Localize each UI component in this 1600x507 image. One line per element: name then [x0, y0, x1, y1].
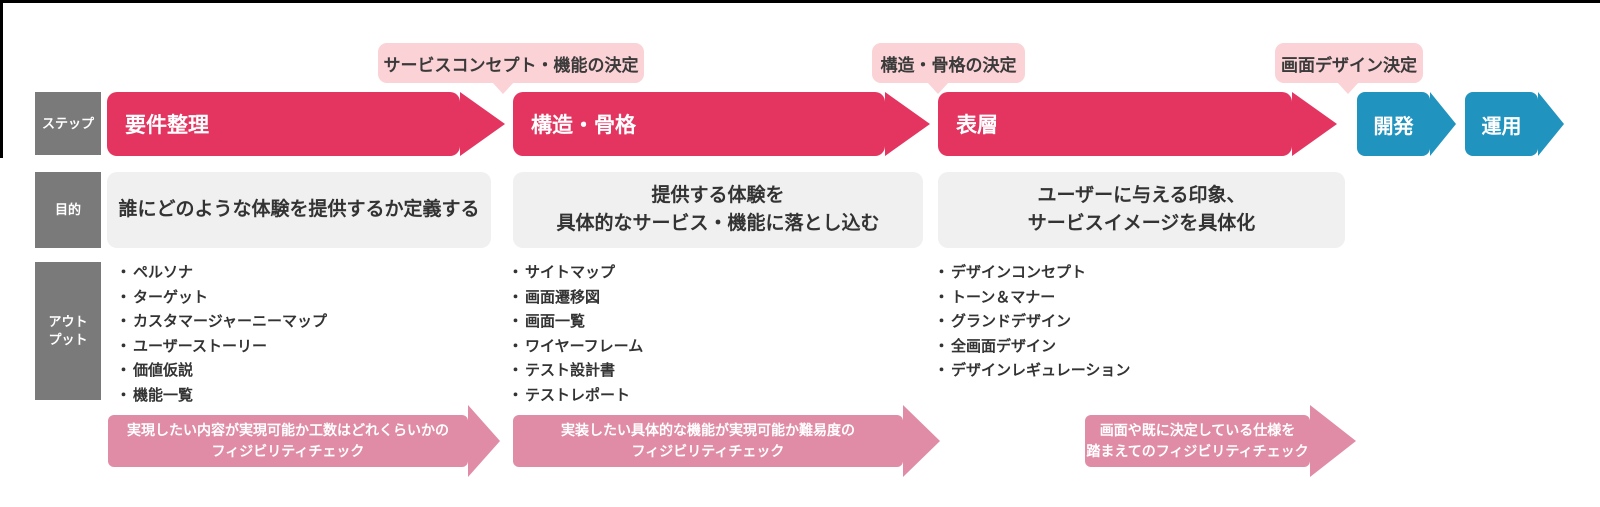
callout-label: 構造・骨格の決定 — [880, 55, 1017, 75]
purpose-box-structure: 提供する体験を 具体的なサービス・機能に落とし込む — [513, 172, 923, 248]
row-label-purpose: 目的 — [35, 172, 101, 248]
list-item: トーン＆マナー — [934, 286, 1130, 311]
step-label: 運用 — [1481, 115, 1522, 138]
output-list-surface: デザインコンセプト トーン＆マナー グランドデザイン 全画面デザイン デザインレ… — [934, 261, 1130, 384]
list-item: ターゲット — [116, 286, 327, 311]
list-item: 価値仮説 — [116, 359, 327, 384]
step-label: 構造・骨格 — [531, 114, 636, 137]
arrow-head-icon — [468, 405, 500, 477]
arrow-head-icon — [460, 92, 505, 156]
purpose-line: 誰にどのような体験を提供するか定義する — [118, 199, 480, 221]
row-label-text: アウト — [48, 314, 88, 330]
callout-structure-decision: 構造・骨格の決定 — [872, 43, 1025, 94]
step-arrow-development: 開発 — [1357, 92, 1456, 156]
list-item: テスト設計書 — [508, 359, 643, 384]
feasibility-line: 実現したい内容が実現可能か工数はどれくらいかの — [127, 422, 449, 438]
purpose-line: 提供する体験を — [651, 185, 785, 207]
feasibility-line: 踏まえてのフィジビリティチェック — [1086, 443, 1309, 459]
arrow-head-icon — [903, 405, 940, 477]
arrow-head-icon — [1310, 405, 1356, 477]
list-item: デザインコンセプト — [934, 261, 1130, 286]
step-arrow-operation: 運用 — [1465, 92, 1564, 156]
callout-service-concept-decision: サービスコンセプト・機能の決定 — [378, 43, 644, 94]
arrow-head-icon — [1430, 92, 1456, 156]
arrow-head-icon — [1292, 92, 1337, 156]
row-label-text: プット — [48, 332, 88, 347]
feasibility-line: 画面や既に決定している仕様を — [1099, 422, 1296, 438]
arrow-head-icon — [885, 92, 930, 156]
callout-label: サービスコンセプト・機能の決定 — [383, 55, 639, 75]
step-arrow-requirements: 要件整理 — [107, 92, 505, 156]
list-item: 画面遷移図 — [508, 286, 643, 311]
step-arrow-structure: 構造・骨格 — [513, 92, 930, 156]
feasibility-arrow-requirements: 実現したい内容が実現可能か工数はどれくらいかの フィジビリティチェック — [108, 405, 500, 477]
callout-pointer-icon — [1337, 82, 1359, 94]
list-item: ユーザーストーリー — [116, 335, 327, 360]
list-item: グランドデザイン — [934, 310, 1130, 335]
list-item: 機能一覧 — [116, 384, 327, 409]
purpose-line: 具体的なサービス・機能に落とし込む — [556, 213, 880, 234]
purpose-box-requirements: 誰にどのような体験を提供するか定義する — [107, 172, 491, 248]
list-item: サイトマップ — [508, 261, 643, 286]
callout-pointer-icon — [492, 82, 514, 94]
step-arrow-surface: 表層 — [938, 92, 1337, 156]
arrow-head-icon — [1538, 92, 1564, 156]
row-label-text: ステップ — [41, 115, 94, 131]
list-item: デザインレギュレーション — [934, 359, 1130, 384]
callout-pointer-icon — [927, 82, 949, 94]
callout-screen-design-decision: 画面デザイン決定 — [1275, 43, 1423, 94]
output-list-structure: サイトマップ 画面遷移図 画面一覧 ワイヤーフレーム テスト設計書 テストレポー… — [508, 261, 643, 408]
feasibility-line: フィジビリティチェック — [211, 443, 365, 459]
row-label-output: アウト プット — [35, 262, 101, 400]
list-item: ペルソナ — [116, 261, 327, 286]
output-list-requirements: ペルソナ ターゲット カスタマージャーニーマップ ユーザーストーリー 価値仮説 … — [116, 261, 327, 408]
feasibility-arrow-surface: 画面や既に決定している仕様を 踏まえてのフィジビリティチェック — [1085, 405, 1356, 477]
callout-label: 画面デザイン決定 — [1281, 55, 1417, 75]
feasibility-line: フィジビリティチェック — [631, 443, 785, 459]
feasibility-line: 実装したい具体的な機能が実現可能か難易度の — [561, 422, 855, 438]
list-item: ワイヤーフレーム — [508, 335, 643, 360]
screenshot-border-left — [0, 0, 3, 158]
list-item: 全画面デザイン — [934, 335, 1130, 360]
purpose-box-surface: ユーザーに与える印象、 サービスイメージを具体化 — [938, 172, 1345, 248]
list-item: 画面一覧 — [508, 310, 643, 335]
row-label-step: ステップ — [35, 92, 101, 155]
screenshot-border-top — [0, 0, 1600, 3]
step-label: 要件整理 — [125, 114, 209, 137]
list-item: テストレポート — [508, 384, 643, 409]
step-label: 開発 — [1373, 115, 1414, 138]
step-label: 表層 — [956, 114, 998, 137]
feasibility-arrow-structure: 実装したい具体的な機能が実現可能か難易度の フィジビリティチェック — [513, 405, 940, 477]
purpose-line: サービスイメージを具体化 — [1027, 213, 1256, 234]
list-item: カスタマージャーニーマップ — [116, 310, 327, 335]
row-label-text: 目的 — [54, 202, 81, 218]
purpose-line: ユーザーに与える印象、 — [1037, 185, 1246, 207]
